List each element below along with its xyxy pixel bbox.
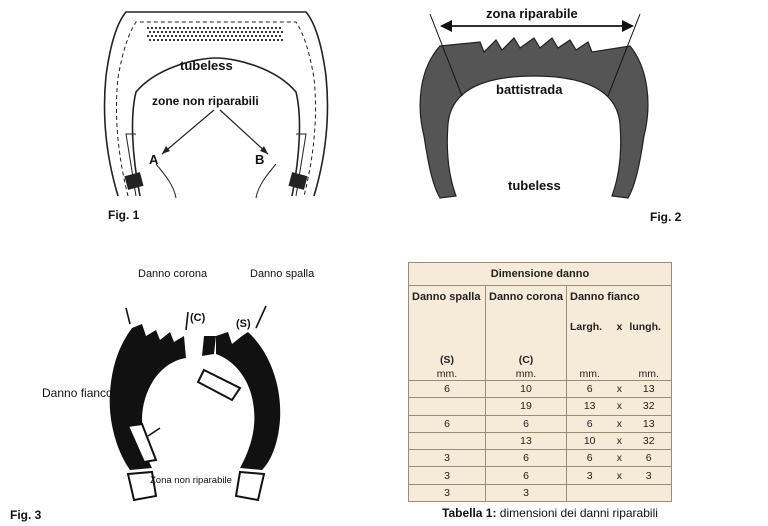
fig2-caption: Fig. 2: [650, 210, 682, 224]
fig2-label-zone: zona riparabile: [486, 6, 578, 21]
table-cell-c: 13: [485, 431, 567, 450]
table-title: Dimensione danno: [409, 263, 671, 287]
sym-c: (C): [485, 347, 567, 366]
table-cell-c: 6: [485, 449, 567, 467]
table-cell-l: [626, 483, 671, 501]
table-cell-x: [612, 483, 627, 501]
table-cell-c: 19: [485, 397, 567, 416]
unit-s: mm.: [436, 367, 458, 380]
table-cell-w: 6: [566, 379, 613, 398]
table-cell-l: 6: [626, 449, 671, 467]
table-cell-s: [409, 431, 486, 450]
table-cell-l: 32: [626, 431, 671, 450]
col-header-shoulder: Danno spalla: [412, 290, 481, 303]
fig3-label-shoulder: Danno spalla: [250, 268, 315, 280]
table-cell-w: [566, 483, 613, 501]
col-sub-lungh: lungh.: [629, 321, 661, 334]
table-cell-l: 13: [626, 414, 671, 433]
col-sub-x: x: [616, 321, 623, 334]
table-cell-w: 6: [566, 449, 613, 467]
table-cell-s: [409, 397, 486, 416]
table-cell-x: x: [612, 431, 627, 450]
col-header-crown: Danno corona: [485, 285, 567, 307]
fig3-label-sidewall: Danno fianco: [42, 386, 113, 400]
table-cell-s: 3: [409, 449, 486, 467]
table-cell-w: 3: [566, 466, 613, 485]
table-cell-c: 10: [485, 379, 567, 398]
unit-w: mm.: [566, 365, 613, 381]
table-cell-s: 6: [409, 414, 486, 433]
fig1-label-b: B: [255, 152, 265, 167]
table-cell-x: x: [612, 449, 627, 467]
fig2-label-tubeless: tubeless: [508, 178, 561, 193]
table-cell-s: 3: [409, 466, 486, 485]
tread-pattern-dots: [144, 20, 288, 22]
fig1-label-a: A: [149, 152, 159, 167]
fig2-tire-section: [419, 13, 649, 199]
table-cell-x: x: [612, 466, 627, 485]
table-cell-x: x: [612, 397, 627, 416]
unit-c: mm.: [485, 365, 567, 381]
fig3-label-c: (C): [190, 312, 206, 324]
sym-s: (S): [440, 353, 454, 366]
fig3-caption: Fig. 3: [10, 508, 42, 522]
table-cell-w: 13: [566, 397, 613, 416]
fig1-label-zones: zone non riparabili: [152, 94, 259, 108]
table-cell-c: 3: [485, 483, 567, 501]
fig3-label-s: (S): [236, 318, 251, 330]
table-cell-w: 10: [566, 431, 613, 450]
table-cell-x: x: [612, 414, 627, 433]
fig1-tire-cross-section: [103, 11, 329, 199]
table-caption-text: dimensioni dei danni riparabili: [496, 506, 658, 520]
table-caption: Tabella 1: dimensioni dei danni riparabi…: [442, 506, 658, 520]
table-cell-x: x: [612, 379, 627, 398]
table-cell-c: 6: [485, 466, 567, 485]
unit-l: mm.: [638, 367, 659, 380]
col-header-sidewall: Danno fianco: [566, 285, 671, 307]
damage-dimensions-table: Dimensione danno Danno spalla Danno coro…: [408, 262, 672, 502]
col-sub-larg: Largh.: [566, 306, 613, 348]
table-cell-l: 3: [626, 466, 671, 485]
table-cell-l: 32: [626, 397, 671, 416]
table-cell-c: 6: [485, 414, 567, 433]
fig3-label-nonrepair: Zona non riparabile: [150, 475, 232, 486]
table-cell-s: 6: [409, 379, 486, 398]
fig3-tire-damage: [109, 305, 281, 502]
fig1-caption: Fig. 1: [108, 208, 140, 222]
table-cell-w: 6: [566, 414, 613, 433]
table-cell-l: 13: [626, 379, 671, 398]
table-caption-bold: Tabella 1:: [442, 506, 497, 520]
fig2-label-tread: battistrada: [496, 82, 563, 97]
fig1-label-tubeless: tubeless: [180, 58, 233, 73]
fig3-label-crown: Danno corona: [138, 268, 208, 280]
table-cell-s: 3: [409, 483, 486, 501]
